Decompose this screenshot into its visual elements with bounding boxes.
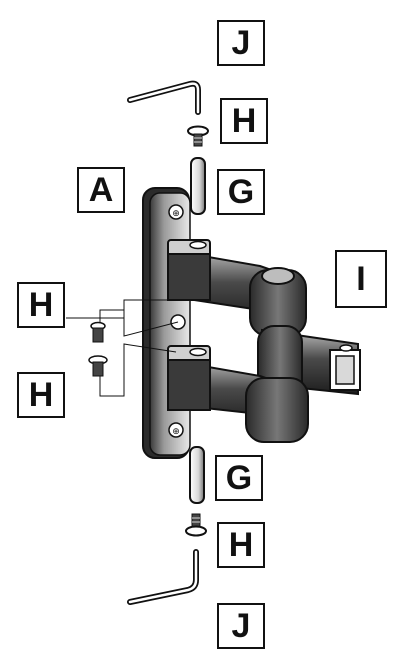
pin-top	[190, 157, 206, 215]
allen-key-bottom	[127, 549, 199, 605]
allen-key-top	[127, 80, 201, 115]
label-a: A	[77, 167, 125, 213]
screw-bottom	[185, 513, 207, 537]
svg-text:⊕: ⊕	[172, 209, 180, 219]
label-g-top: G	[217, 169, 265, 215]
mounting-plate: ⊕ ⊕	[142, 187, 191, 459]
label-h-bottom: H	[217, 522, 265, 568]
screws-left	[66, 299, 179, 397]
label-i: I	[335, 250, 387, 308]
hinge-arm-lower	[167, 345, 309, 443]
label-j-bottom: J	[217, 603, 265, 649]
screw-top	[187, 125, 209, 147]
label-g-bottom: G	[215, 455, 263, 501]
label-j-top: J	[217, 20, 265, 66]
svg-text:⊕: ⊕	[172, 427, 180, 437]
label-h-left-1: H	[17, 282, 65, 328]
label-h-top: H	[220, 98, 268, 144]
pin-bottom	[189, 446, 205, 504]
label-h-left-2: H	[17, 372, 65, 418]
